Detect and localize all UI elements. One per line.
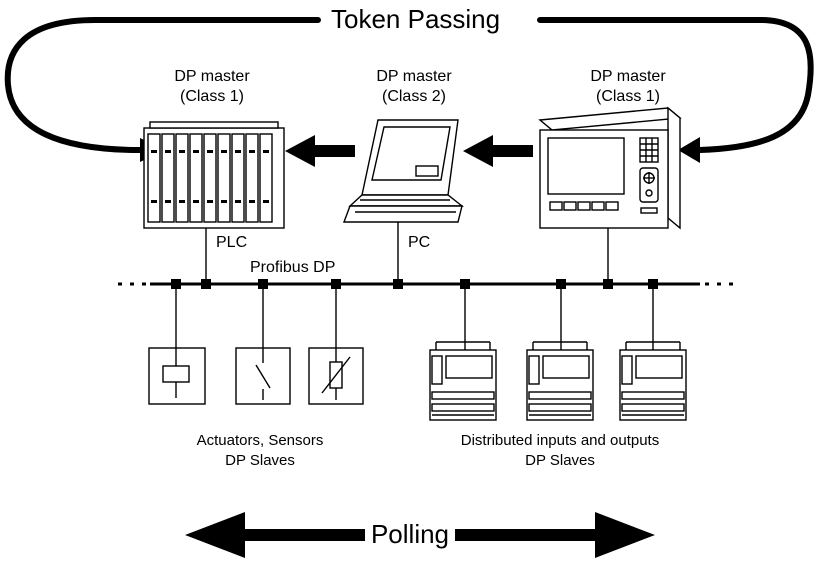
slave-drop-lines bbox=[175, 289, 654, 350]
slave-group-2-line2: DP Slaves bbox=[525, 452, 595, 469]
master-1-role: DP master bbox=[174, 68, 250, 85]
io-module-1 bbox=[429, 341, 497, 421]
slave-group-1-line2: DP Slaves bbox=[225, 452, 295, 469]
profibus-dp-label: Profibus DP bbox=[250, 259, 336, 276]
slave-group-1-line1: Actuators, Sensors bbox=[196, 432, 324, 449]
polling-label: Polling bbox=[370, 519, 450, 549]
slave-group-2-line1: Distributed inputs and outputs bbox=[460, 432, 660, 449]
plc-rack-icon bbox=[143, 121, 285, 284]
switch-contact-icon bbox=[235, 347, 291, 405]
operator-panel-icon bbox=[538, 106, 682, 284]
laptop-pc-icon bbox=[342, 119, 465, 284]
token-passing-label: Token Passing bbox=[325, 4, 507, 34]
token-passing-loop bbox=[4, 17, 814, 153]
master-arrow-2 bbox=[463, 135, 533, 167]
relay-coil-icon bbox=[148, 347, 206, 405]
variable-resistor-icon bbox=[308, 347, 364, 405]
io-module-2 bbox=[526, 341, 594, 421]
pc-label: PC bbox=[408, 234, 431, 251]
plc-label: PLC bbox=[216, 234, 248, 251]
token-arrowhead-right bbox=[678, 137, 700, 163]
master-arrow-1 bbox=[285, 135, 355, 167]
polling-double-arrow bbox=[185, 512, 655, 558]
master-1-class: (Class 1) bbox=[179, 88, 245, 105]
master-3-class: (Class 1) bbox=[595, 88, 661, 105]
bus-connector-nodes bbox=[171, 279, 658, 289]
io-module-3 bbox=[619, 341, 687, 421]
master-2-role: DP master bbox=[376, 68, 452, 85]
master-3-role: DP master bbox=[590, 68, 666, 85]
master-2-class: (Class 2) bbox=[381, 88, 447, 105]
